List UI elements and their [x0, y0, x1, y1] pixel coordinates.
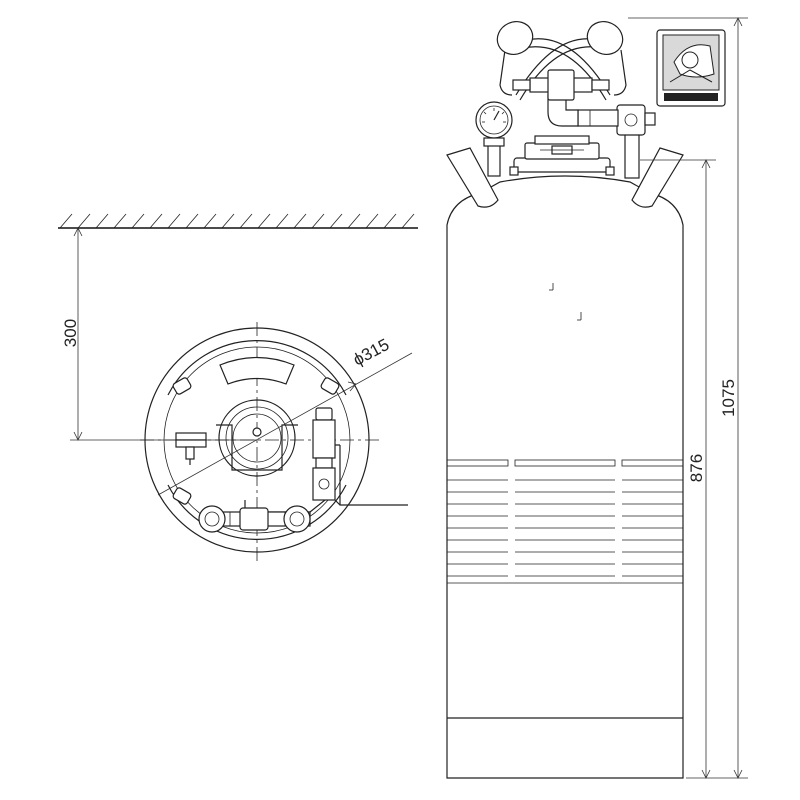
dimension-876-label: 876 — [687, 454, 706, 482]
pressure-gauge — [475, 101, 513, 177]
safety-sign — [656, 29, 726, 107]
eyewash-tee — [547, 69, 575, 101]
eyewash-nozzle-left — [198, 505, 226, 533]
dimension-diameter-label: ϕ315 — [350, 335, 392, 370]
tank-markers — [549, 283, 582, 321]
tank-body — [446, 175, 684, 779]
fitting-top — [315, 407, 333, 421]
lid-clamp — [216, 424, 298, 471]
valve-left — [175, 432, 207, 441]
tank-top-circle — [144, 327, 370, 553]
dimension-1075: 1075 — [628, 17, 748, 779]
eyewash-head-left — [496, 21, 534, 55]
dimension-1075-label: 1075 — [719, 379, 738, 417]
label-plate — [219, 356, 295, 385]
bracket-top-left — [172, 377, 192, 395]
tank-top-contents — [163, 340, 351, 540]
dimension-300-label: 300 — [61, 319, 80, 347]
eyewash-nozzle-right — [283, 505, 311, 533]
fitting-body — [312, 467, 336, 501]
handle-left — [446, 147, 499, 208]
eyewash-assembly — [496, 21, 627, 101]
valve-post — [547, 94, 656, 179]
top-lid — [509, 135, 615, 176]
eyewash-head-right — [586, 21, 624, 55]
handle-right — [631, 147, 684, 208]
bracket-bottom-left — [172, 487, 192, 505]
front-view: 1075 876 — [446, 17, 748, 779]
fitting-valve — [312, 419, 336, 459]
vent-slots — [446, 459, 684, 577]
pipe-elbow — [547, 94, 579, 127]
wall-mounting-view: 300 — [58, 213, 418, 565]
wall-hatch — [59, 213, 415, 229]
valve-block — [616, 104, 646, 136]
dimension-876: 876 — [640, 159, 716, 779]
bracket-top-right — [320, 377, 340, 395]
dimension-300: 300 — [61, 227, 257, 441]
dimension-diameter: ϕ315 — [157, 335, 413, 496]
valve-pipe — [577, 109, 619, 127]
lid-outer — [218, 399, 296, 477]
outlet-pipe — [334, 499, 408, 506]
